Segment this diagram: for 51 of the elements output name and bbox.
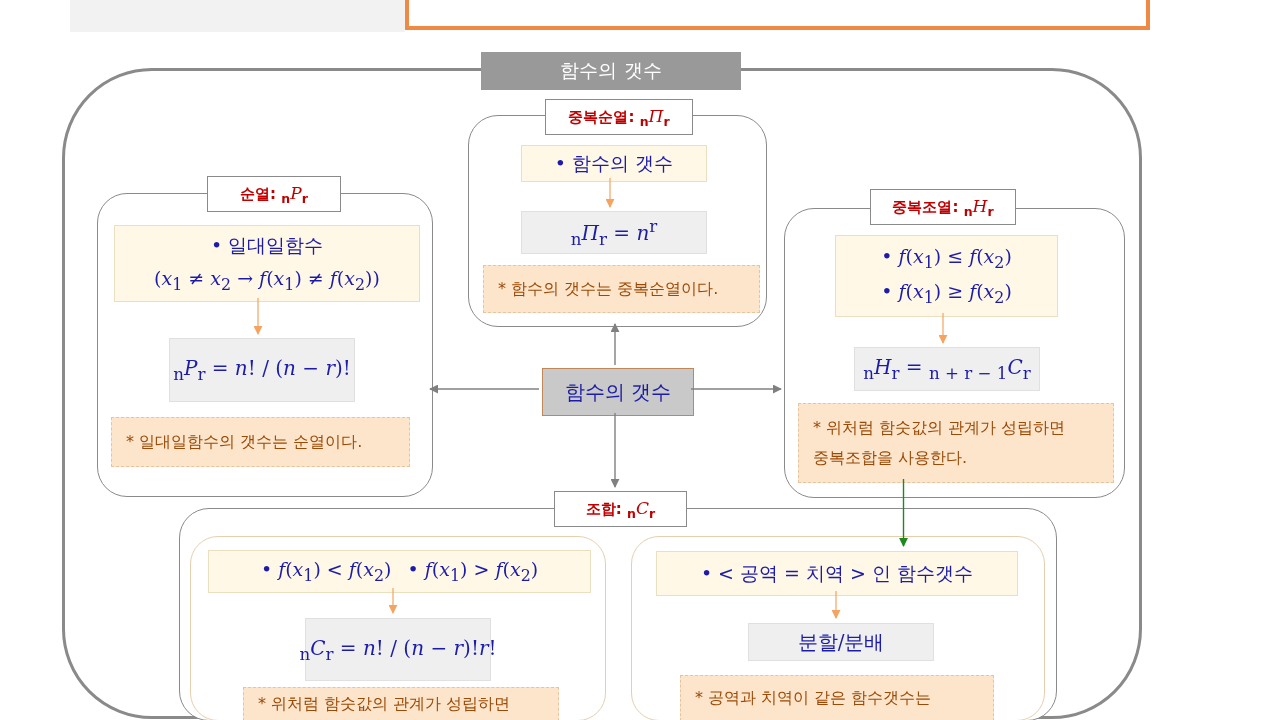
note-box xyxy=(111,417,410,467)
panel-title: 중복조열: $_{n}$H$_{r}$ xyxy=(870,189,1016,225)
condition-text: • f(x$_{1}$) ≥ f(x$_{2}$) xyxy=(881,280,1012,307)
formula-box xyxy=(521,211,707,254)
arrow xyxy=(605,177,615,208)
condition-text: • < 공역 = 치역 > 인 함수갯수 xyxy=(700,560,974,586)
condition-box xyxy=(208,550,591,593)
arrow xyxy=(610,412,620,488)
note-text: * 공역과 치역이 같은 함수갯수는 xyxy=(695,686,932,709)
condition-box xyxy=(835,235,1058,317)
note-box xyxy=(483,265,760,313)
note-text: * 위처럼 함숫값의 관계가 성립하면 xyxy=(258,692,511,715)
condition-box xyxy=(521,145,707,182)
note-text: * 함수의 갯수는 중복순열이다. xyxy=(498,277,719,300)
arrow xyxy=(610,323,620,366)
sub-panel xyxy=(631,536,1045,720)
formula-box xyxy=(748,623,934,661)
note-box xyxy=(243,687,559,720)
formula-text: $_{n}$P$_{r}$ = n! / (n − r)! xyxy=(173,356,351,384)
condition-text: • f(x$_{1}$) > f(x$_{2}$) xyxy=(407,558,539,585)
arrow xyxy=(388,587,398,614)
note-box xyxy=(798,403,1114,483)
condition-text: • f(x$_{1}$) < f(x$_{2}$) xyxy=(260,558,392,585)
condition-text: (x$_{1}$ ≠ x$_{2}$ → f(x$_{1}$) ≠ f(x$_{2}$)) xyxy=(154,267,380,294)
arrow xyxy=(253,297,263,335)
formula-text: $_{n}$C$_{r}$ = n! / (n − r)!r! xyxy=(299,635,497,664)
arrow xyxy=(690,384,782,394)
panel-title: 중복순열: $_{n}$Π$_{r}$ xyxy=(545,99,693,135)
condition-box xyxy=(114,225,420,302)
arrow xyxy=(938,312,948,344)
condition-text: • f(x$_{1}$) ≤ f(x$_{2}$) xyxy=(881,245,1012,272)
title-tab: 함수의 갯수 xyxy=(481,52,741,90)
panel-title: 조합: $_{n}$C$_{r}$ xyxy=(554,491,687,527)
formula-text: $_{n}$Π$_{r}$ = n$^{r}$ xyxy=(570,216,658,249)
sub-panel xyxy=(190,536,606,720)
formula-text: 분할/분배 xyxy=(797,628,885,656)
panel-title: 순열: $_{n}$P$_{r}$ xyxy=(207,176,341,212)
note-text: * 일대일함수의 갯수는 순열이다. xyxy=(126,430,363,453)
arrow xyxy=(831,590,841,619)
condition-text: • 일대일함수 xyxy=(210,233,324,259)
formula-box xyxy=(854,347,1040,391)
condition-box xyxy=(656,551,1018,596)
note-box xyxy=(680,675,994,720)
center-box xyxy=(542,368,694,416)
arrow xyxy=(429,384,540,394)
condition-text: • 함수의 갯수 xyxy=(554,150,674,176)
note-text: * 위처럼 함숫값의 관계가 성립하면 중복조합을 사용한다. xyxy=(813,416,1067,469)
center-label: 함수의 갯수 xyxy=(564,378,672,406)
formula-box xyxy=(169,338,355,402)
formula-text: $_{n}$H$_{r}$ = $_{n + r − 1}$C$_{r}$ xyxy=(863,355,1031,383)
arrow xyxy=(899,478,908,547)
